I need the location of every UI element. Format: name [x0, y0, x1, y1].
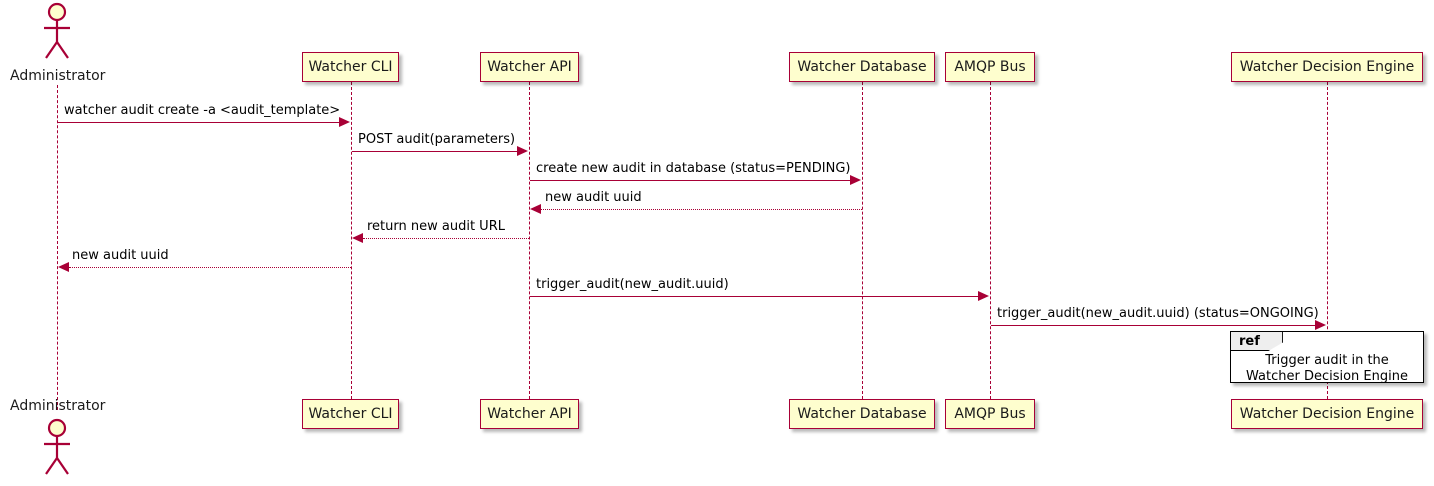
message-line-2	[352, 151, 517, 152]
lifeline-administrator	[57, 85, 58, 410]
message-label-6: new audit uuid	[72, 248, 169, 263]
message-label-2: POST audit(parameters)	[358, 132, 516, 147]
message-arrowhead-7	[978, 291, 989, 301]
lifeline-watcher-database	[862, 82, 863, 399]
message-line-1	[58, 122, 339, 123]
participant-box-watcher-decision-engine-top[interactable]: Watcher Decision Engine	[1231, 52, 1423, 82]
participant-label-watcher-database-bottom: Watcher Database	[797, 406, 927, 422]
lifeline-watcher-api	[529, 82, 530, 399]
participant-label-watcher-api-bottom: Watcher API	[487, 406, 572, 422]
message-arrowhead-3	[850, 175, 861, 185]
message-arrowhead-4	[530, 204, 541, 214]
ref-fragment-line-2: Watcher Decision Engine	[1246, 369, 1408, 384]
participant-label-amqp-bus-top: AMQP Bus	[954, 59, 1026, 75]
participant-label-watcher-database-top: Watcher Database	[797, 59, 927, 75]
participant-label-watcher-decision-engine-bottom: Watcher Decision Engine	[1239, 406, 1415, 422]
message-arrowhead-2	[517, 146, 528, 156]
message-label-1: watcher audit create -a <audit_template>	[64, 103, 341, 118]
message-line-8	[991, 325, 1315, 326]
ref-fragment-line-1: Trigger audit in the	[1265, 353, 1389, 368]
participant-box-watcher-cli-bottom[interactable]: Watcher CLI	[302, 399, 399, 429]
lifeline-amqp-bus	[990, 82, 991, 399]
message-label-8: trigger_audit(new_audit.uuid) (status=ON…	[997, 306, 1319, 321]
message-line-3	[530, 180, 850, 181]
participant-label-watcher-cli-bottom: Watcher CLI	[308, 406, 393, 422]
message-line-6	[69, 267, 351, 268]
ref-fragment-box: ref Trigger audit in the Watcher Decisio…	[1230, 331, 1424, 385]
message-arrowhead-5	[352, 233, 363, 243]
message-label-5: return new audit URL	[367, 219, 505, 234]
message-label-4: new audit uuid	[545, 190, 642, 205]
participant-box-amqp-bus-bottom[interactable]: AMQP Bus	[945, 399, 1035, 429]
participant-box-watcher-database-bottom[interactable]: Watcher Database	[789, 399, 935, 429]
message-arrowhead-6	[58, 262, 69, 272]
message-label-3: create new audit in database (status=PEN…	[536, 161, 851, 176]
lifeline-watcher-decision-engine	[1327, 82, 1328, 399]
participant-box-watcher-cli-top[interactable]: Watcher CLI	[302, 52, 399, 82]
actor-stick-figure-icon	[44, 2, 70, 59]
participant-box-watcher-api-top[interactable]: Watcher API	[480, 52, 579, 82]
participant-label-watcher-cli-top: Watcher CLI	[308, 59, 393, 75]
message-arrowhead-1	[339, 117, 350, 127]
ref-fragment-keyword: ref	[1231, 332, 1283, 351]
message-line-4	[541, 209, 862, 210]
actor-stick-figure-icon-bottom	[44, 418, 70, 475]
actor-label-administrator-bottom: Administrator	[10, 398, 106, 414]
participant-label-amqp-bus-bottom: AMQP Bus	[954, 406, 1026, 422]
participant-box-amqp-bus-top[interactable]: AMQP Bus	[945, 52, 1035, 82]
lifeline-watcher-cli	[351, 82, 352, 399]
participant-box-watcher-database-top[interactable]: Watcher Database	[789, 52, 935, 82]
participant-label-watcher-decision-engine-top: Watcher Decision Engine	[1239, 59, 1415, 75]
participant-box-watcher-decision-engine-bottom[interactable]: Watcher Decision Engine	[1231, 399, 1423, 429]
actor-label-administrator-top: Administrator	[10, 68, 106, 84]
participant-label-watcher-api-top: Watcher API	[487, 59, 572, 75]
message-line-7	[530, 296, 978, 297]
participant-box-watcher-api-bottom[interactable]: Watcher API	[480, 399, 579, 429]
ref-fragment-body: Trigger audit in the Watcher Decision En…	[1231, 353, 1423, 385]
message-arrowhead-8	[1315, 320, 1326, 330]
message-line-5	[363, 238, 529, 239]
message-label-7: trigger_audit(new_audit.uuid)	[536, 277, 729, 292]
